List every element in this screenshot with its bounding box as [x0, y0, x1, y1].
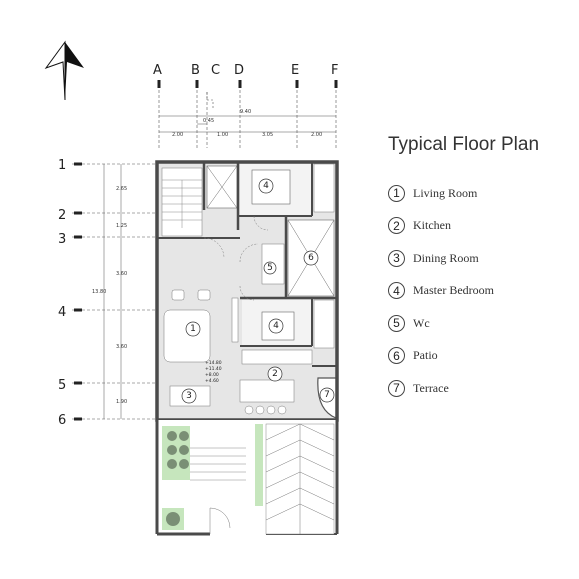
dim-total-v: 13.80	[92, 289, 106, 295]
grid-col-a: A	[153, 63, 162, 78]
legend-label: Wc	[413, 315, 430, 330]
svg-text:1: 1	[190, 324, 196, 334]
grid-col-f: F	[331, 63, 338, 78]
svg-text:6: 6	[308, 253, 314, 263]
grid-row-2: 2	[58, 208, 66, 223]
legend-label: Living Room	[413, 185, 478, 200]
grid-col-d: D	[234, 63, 244, 78]
legend-item: 6 Patio	[388, 340, 494, 373]
legend-number: 5	[388, 314, 405, 332]
legend-label: Patio	[413, 348, 438, 363]
room-tag-terrace: 7	[319, 387, 335, 403]
room-tag-dining: 3	[181, 388, 197, 404]
svg-text:3: 3	[186, 391, 192, 401]
dim-seg-2: 1.00	[217, 132, 228, 138]
svg-text:7: 7	[324, 390, 330, 400]
dim-total-h: 9.40	[240, 109, 251, 115]
level-mark-4: +4.60	[205, 378, 219, 384]
legend-number: 2	[388, 217, 405, 235]
grid-col-c: C	[211, 63, 220, 78]
dim-vseg-1: 2.65	[116, 186, 127, 192]
legend-number: 1	[388, 184, 405, 202]
grid-row-3: 3	[58, 232, 66, 247]
level-mark-2: +11.40	[205, 366, 222, 372]
legend-number: 3	[388, 249, 405, 267]
legend-item: 7 Terrace	[388, 372, 494, 405]
dim-vseg-2: 1.25	[116, 223, 127, 229]
grid-row-6: 6	[58, 413, 66, 428]
grid-row-4: 4	[58, 305, 66, 320]
level-mark-3: +8.00	[205, 372, 219, 378]
room-legend: 1 Living Room 2 Kitchen 3 Dining Room 4 Mast…	[388, 177, 494, 405]
legend-title: Typical Floor Plan	[388, 134, 540, 155]
dim-vseg-4: 3.60	[116, 344, 127, 350]
north-arrow-icon	[44, 40, 84, 101]
level-marks: +14.80 +11.40 +8.00 +4.60	[205, 360, 222, 384]
legend-number: 6	[388, 347, 405, 365]
legend-item: 4 Master Bedroom	[388, 275, 494, 308]
row-grid: 1 2 3 4 5 6 13.80 2.65 1.25 3.60 3.60 1.…	[58, 158, 155, 428]
room-tag-bedroom-mid: 4	[268, 318, 284, 334]
room-tags: 4 6 5 1 4 2 3 7	[181, 178, 335, 404]
legend-label: Dining Room	[413, 250, 479, 265]
legend-number: 7	[388, 379, 405, 397]
dim-vseg-3: 3.60	[116, 271, 127, 277]
yard-area	[155, 420, 339, 536]
svg-text:5: 5	[267, 263, 273, 273]
legend-item: 3 Dining Room	[388, 242, 494, 275]
legend-item: 1 Living Room	[388, 177, 494, 210]
room-tag-kitchen: 2	[267, 366, 283, 382]
legend-label: Terrace	[413, 380, 449, 395]
dim-seg-4: 2.00	[311, 132, 322, 138]
legend-item: 5 Wc	[388, 307, 494, 340]
grid-row-1: 1	[58, 158, 66, 173]
room-tag-bedroom-top: 4	[258, 178, 274, 194]
dim-seg-3: 3.05	[262, 132, 273, 138]
building-footprint	[155, 160, 339, 422]
level-mark-1: +14.80	[205, 360, 222, 366]
column-grid: A B C D E F 9.40 0.45 2.00 1.00 3.05	[153, 63, 338, 148]
svg-text:4: 4	[263, 181, 269, 191]
svg-text:2: 2	[272, 369, 278, 379]
legend-item: 2 Kitchen	[388, 210, 494, 243]
dim-seg-1: 2.00	[172, 132, 183, 138]
grid-col-e: E	[291, 63, 299, 78]
dim-vseg-5: 1.90	[116, 399, 127, 405]
room-tag-patio: 6	[303, 250, 319, 266]
legend-label: Kitchen	[413, 218, 451, 233]
room-tag-living: 1	[185, 321, 201, 337]
room-tag-wc: 5	[263, 261, 277, 275]
grid-row-5: 5	[58, 378, 66, 393]
legend-label: Master Bedroom	[413, 283, 494, 298]
grid-col-b: B	[191, 63, 200, 78]
dim-c-offset: 0.45	[203, 118, 214, 124]
svg-text:4: 4	[273, 321, 279, 331]
legend-number: 4	[388, 282, 405, 300]
